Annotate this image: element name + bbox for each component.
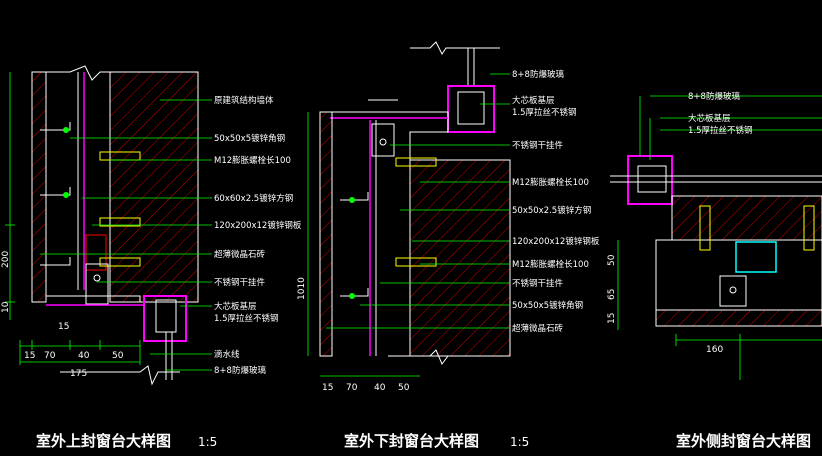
label-2-4: M12膨胀螺栓长100	[512, 177, 589, 188]
break-line-2-bottom	[388, 349, 510, 365]
glass-profile-1	[155, 299, 177, 333]
label-3-2: 1.5厚拉丝不锈钢	[688, 125, 753, 136]
detail-2-scale: 1:5	[510, 435, 529, 449]
label-1-0: 原建筑结构墙体	[214, 95, 274, 106]
glass-frame-3	[627, 155, 673, 205]
dim-1-small: 15	[58, 322, 69, 332]
label-2-2: 1.5厚拉丝不锈钢	[512, 107, 577, 118]
sill-underside-1	[32, 295, 141, 303]
label-2-0: 8+8防爆玻璃	[512, 69, 564, 80]
glass-profile-3	[637, 165, 667, 193]
hanger-1	[85, 263, 109, 305]
label-1-4: 120x200x12镀锌钢板	[214, 220, 302, 231]
detail-3-side-sill	[610, 95, 822, 380]
label-1-3: 60x60x2.5镀锌方钢	[214, 193, 293, 204]
hanger-3	[719, 275, 747, 307]
label-1-5: 超薄微晶石砖	[214, 249, 266, 260]
bolt-icon	[349, 293, 355, 299]
labels-detail-2: 8+8防爆玻璃 大芯板基层 1.5厚拉丝不锈钢 不锈钢干挂件 M12膨胀螺栓长1…	[512, 69, 600, 334]
leaders-1	[40, 99, 212, 371]
bolt-icon	[63, 127, 69, 133]
detail-2-lower-sill	[307, 41, 511, 377]
dim-1-h1: 70	[44, 351, 56, 361]
dim-3-h0: 160	[706, 345, 723, 355]
detail-1-upper-sill	[5, 65, 212, 386]
dim-1-v0: 200	[1, 251, 11, 268]
label-3-0: 8+8防爆玻璃	[688, 91, 740, 102]
dim-text-detail-2: 15 70 40 50 1010	[297, 277, 410, 393]
sill-top-2	[320, 111, 449, 160]
bolt-icon	[349, 197, 355, 203]
steel-tube-3	[735, 241, 777, 273]
dim-2-h3: 50	[398, 383, 410, 393]
dim-1-h3: 50	[112, 351, 124, 361]
dim-1-h2: 40	[78, 351, 90, 361]
glass-profile-2	[457, 91, 485, 125]
leaders-2	[307, 73, 510, 377]
labels-detail-3: 8+8防爆玻璃 大芯板基层 1.5厚拉丝不锈钢	[688, 91, 753, 136]
dim-3-v1: 65	[607, 289, 617, 300]
label-2-3: 不锈钢干挂件	[512, 140, 564, 151]
label-2-1: 大芯板基层	[512, 95, 555, 106]
dim-3-v2: 15	[607, 313, 617, 324]
hanger-hole-icon	[729, 286, 737, 294]
steel-plate-1	[85, 234, 107, 271]
dim-text-detail-1: 15 70 40 50 175 15 200 10	[1, 251, 124, 379]
dim-2-h2: 40	[374, 383, 386, 393]
label-2-7: M12膨胀螺栓长100	[512, 259, 589, 270]
hanger-2	[371, 123, 395, 157]
dim-2-h0: 15	[322, 383, 333, 393]
break-line-1-top	[35, 65, 198, 81]
label-2-5: 50x50x2.5镀锌方钢	[512, 205, 591, 216]
dim-2-h1: 70	[346, 383, 358, 393]
stone-cladding-1	[31, 71, 47, 303]
label-1-7: 大芯板基层	[214, 301, 257, 312]
dim-2-v0: 1010	[297, 277, 307, 300]
label-1-2: M12膨胀螺栓长100	[214, 155, 291, 166]
glass-frame-2	[447, 85, 495, 133]
label-1-10: 8+8防爆玻璃	[214, 365, 266, 376]
structural-wall-1	[109, 71, 199, 303]
detail-1-title: 室外上封窗台大样图	[36, 432, 171, 450]
label-1-8: 1.5厚拉丝不锈钢	[214, 313, 279, 324]
break-line-2-top	[410, 41, 500, 55]
label-3-1: 大芯板基层	[688, 113, 731, 124]
label-2-9: 50x50x5镀锌角钢	[512, 300, 583, 311]
label-2-10: 超薄微晶石砖	[512, 323, 564, 334]
label-2-8: 不锈钢干挂件	[512, 278, 564, 289]
label-1-9: 滴水线	[214, 349, 240, 360]
dim-text-detail-3: 160 50 65 15	[607, 254, 723, 355]
labels-detail-1: 原建筑结构墙体 50x50x5镀锌角钢 M12膨胀螺栓长100 60x60x2.…	[214, 95, 302, 376]
leaders-3	[617, 95, 822, 380]
stone-cladding-2	[319, 111, 333, 357]
hanger-hole-icon	[379, 138, 387, 146]
label-1-6: 不锈钢干挂件	[214, 277, 266, 288]
label-1-1: 50x50x5镀锌角钢	[214, 133, 285, 144]
detail-2-title: 室外下封窗台大样图	[344, 432, 479, 450]
detail-1-scale: 1:5	[198, 435, 217, 449]
dim-1-h4: 175	[70, 369, 87, 379]
dims-1	[5, 72, 141, 365]
dim-1-h0: 15	[24, 351, 35, 361]
break-line-1-bottom	[60, 365, 180, 386]
dim-1-v1: 10	[1, 301, 11, 313]
glass-frame-1	[143, 295, 187, 342]
hanger-hole-icon	[93, 274, 101, 282]
sill-stone-3	[655, 309, 822, 327]
label-2-6: 120x200x12镀锌钢板	[512, 236, 600, 247]
wall-3	[671, 195, 822, 241]
dim-3-v0: 50	[607, 254, 617, 266]
detail-3-title: 室外侧封窗台大样图	[676, 432, 811, 450]
bolt-icon	[63, 192, 69, 198]
